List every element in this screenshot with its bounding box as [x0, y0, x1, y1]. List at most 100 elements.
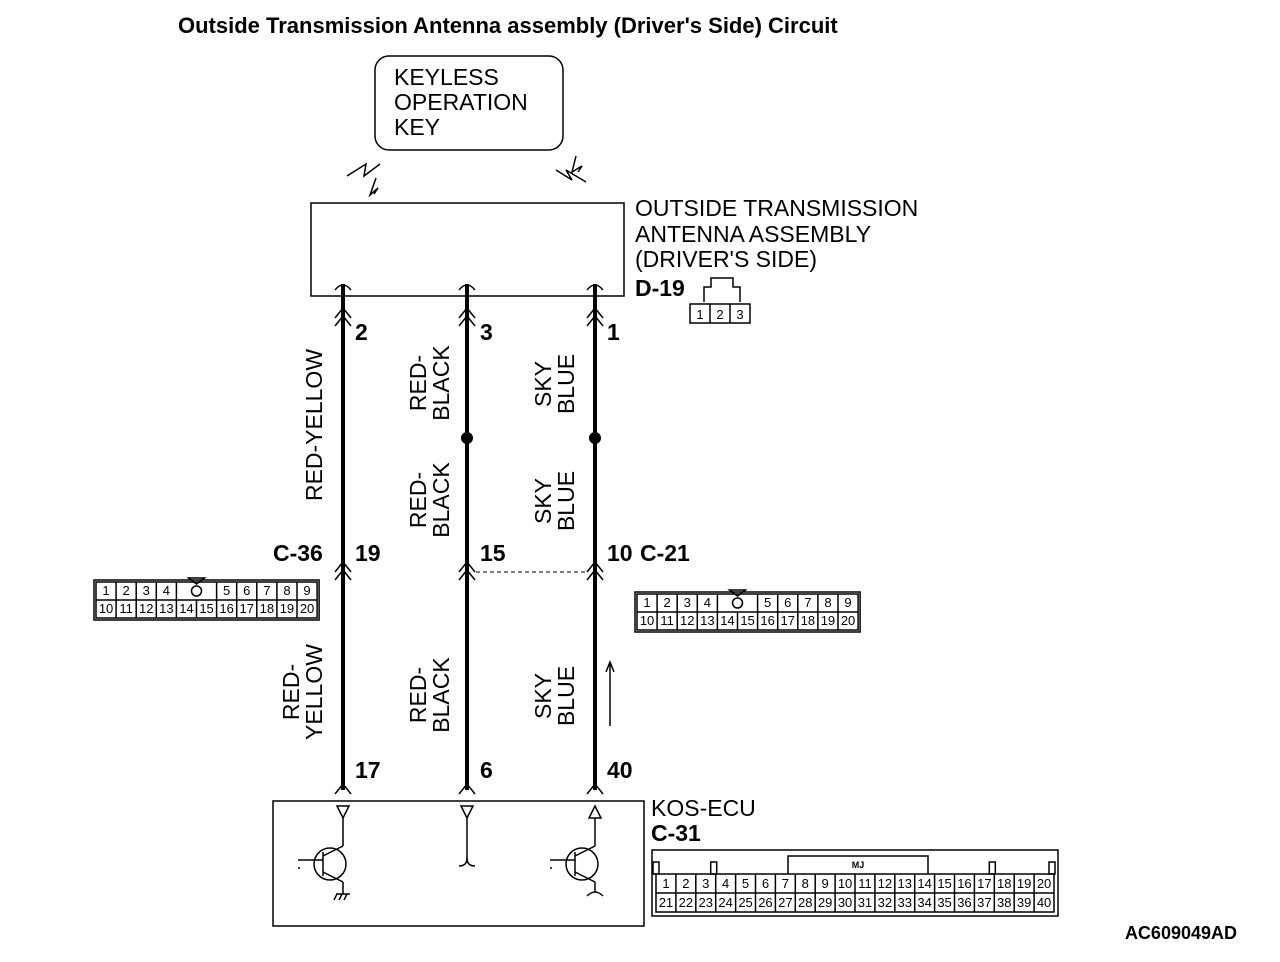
wire-color-red-black-upper-2: BLACK [428, 345, 454, 421]
c31-pin-cell: 37 [977, 895, 991, 910]
d19-pin-2: 2 [716, 307, 723, 322]
connector_c21-pin-cell: 18 [801, 613, 815, 628]
wire-color-red-black-middle-2: BLACK [428, 462, 454, 538]
connector-c21-label: C-21 [640, 540, 690, 566]
wire-color-sky-blue-middle-1: SKY [530, 478, 556, 524]
c31-pin-cell: 9 [822, 876, 829, 891]
connector_c21-key-hole [731, 597, 744, 609]
wire-color-red-black-lower-1: RED- [405, 667, 431, 723]
c31-mj-bar [787, 855, 929, 874]
c31-pin-cell: 14 [917, 876, 931, 891]
c31-pin-cell: 13 [898, 876, 912, 891]
connector_c21-pin-cell: 11 [660, 613, 674, 628]
c31-pin-cell: 6 [762, 876, 769, 891]
pin-6: 6 [480, 757, 493, 783]
c31-pin-cell: 40 [1037, 895, 1051, 910]
connector_c36-pin-cell: 10 [99, 601, 113, 616]
c31-pin-cell: 2 [682, 876, 689, 891]
c31-pin-cell: 1 [662, 876, 669, 891]
pin-15: 15 [480, 540, 506, 566]
connector_c21-key-mark [727, 589, 748, 597]
wire-color-sky-blue-upper-2: BLUE [553, 354, 579, 414]
pin-40: 40 [607, 757, 633, 783]
c31-pin-cell: 24 [718, 895, 732, 910]
connector-c36-label: C-36 [273, 540, 323, 566]
connector_c21-pin-cell: 17 [781, 613, 795, 628]
antenna-label-line-2: ANTENNA ASSEMBLY [635, 221, 871, 247]
connector_c21-pin-cell: 4 [704, 595, 711, 610]
connector_c36-key-mark [186, 577, 207, 585]
connector_c21-pin-cell: 13 [700, 613, 714, 628]
connector_c36-pin-cell: 12 [139, 601, 153, 616]
connector_c21-pin-cell: 1 [643, 595, 650, 610]
connector_c36-pin-cell: 2 [123, 583, 130, 598]
junction-dot-red-black [461, 432, 473, 444]
wire-color-red-yellow-upper: RED-YELLOW [301, 349, 327, 501]
c31-pin-cell: 22 [679, 895, 693, 910]
c31-pin-cell: 38 [997, 895, 1011, 910]
c31-pin-cell: 33 [898, 895, 912, 910]
ecu-connector-id: C-31 [651, 820, 701, 846]
wire-color-red-yellow-lower-1: RED- [278, 664, 304, 720]
wire-color-red-black-middle-1: RED- [405, 472, 431, 528]
c31-pin-cell: 7 [782, 876, 789, 891]
c31-pin-cell: 17 [977, 876, 991, 891]
connector_c36-pin-cell: 3 [143, 583, 150, 598]
c31-pin-cell: 5 [742, 876, 749, 891]
antenna-label-line-1: OUTSIDE TRANSMISSION [635, 195, 918, 221]
signal-direction-arrow [605, 659, 615, 726]
connector_c21-pin-cell: 6 [784, 595, 791, 610]
connector_c21-pin-cell: 19 [821, 613, 835, 628]
c31-pin-cell: 35 [937, 895, 951, 910]
d19-pin-1: 1 [696, 307, 703, 322]
key-label-line-2: OPERATION [394, 89, 528, 115]
c31-pin-cell: 18 [997, 876, 1011, 891]
wire-color-red-black-upper-1: RED- [405, 355, 431, 411]
wire-color-sky-blue-middle-2: BLUE [553, 471, 579, 531]
connector-chevrons [334, 306, 604, 795]
pin-3: 3 [480, 319, 493, 345]
connector_c36-pin-cell: 14 [179, 601, 193, 616]
c31-pin-cell: 20 [1037, 876, 1051, 891]
c31-pin-cell: 3 [702, 876, 709, 891]
connector_c21-pin-cell: 15 [740, 613, 754, 628]
wire-color-red-yellow-lower-2: YELLOW [301, 644, 327, 740]
pin-19: 19 [355, 540, 381, 566]
connector-d19-symbol: 1 2 3 [689, 277, 751, 324]
wire-color-sky-blue-lower-2: BLUE [553, 666, 579, 726]
c31-pin-cell: 21 [659, 895, 673, 910]
connector_c36-pin-cell: 5 [223, 583, 230, 598]
connector_c36-pin-cell: 16 [219, 601, 233, 616]
connector_c21-pin-cell: 16 [760, 613, 774, 628]
antenna-label-line-3: (DRIVER'S SIDE) [635, 246, 817, 272]
connector_c21-pin-cell: 5 [764, 595, 771, 610]
wire-color-sky-blue-upper-1: SKY [530, 361, 556, 407]
c31-pin-cell: 28 [798, 895, 812, 910]
connector_c21-pin-cell: 12 [680, 613, 694, 628]
connector_c36-pin-cell: 15 [199, 601, 213, 616]
c31-pin-cell: 12 [878, 876, 892, 891]
connector_c21-pin-cell: 9 [844, 595, 851, 610]
c31-pin-cell: 23 [699, 895, 713, 910]
c31-pin-cell: 27 [778, 895, 792, 910]
c31-pin-cell: 10 [838, 876, 852, 891]
c31-pin-cell: 34 [917, 895, 931, 910]
c31-tab [709, 861, 718, 875]
antenna-assembly: OUTSIDE TRANSMISSION ANTENNA ASSEMBLY (D… [310, 195, 918, 301]
c31-pin-cell: 26 [758, 895, 772, 910]
connector_c36-key-hole [190, 585, 203, 597]
connector_c36-pin-cell: 9 [303, 583, 310, 598]
c31-pin-cell: 25 [738, 895, 752, 910]
connector_c36-pin-cell: 20 [300, 601, 314, 616]
c31-mj-label: MJ [852, 860, 865, 870]
junction-dot-sky-blue [589, 432, 601, 444]
connector_c21-pin-cell: 2 [664, 595, 671, 610]
diagram-title: Outside Transmission Antenna assembly (D… [178, 13, 838, 38]
connector_c21-pin-cell: 14 [720, 613, 734, 628]
connector_c21-outer [634, 591, 861, 633]
connector_c36-pin-cell: 11 [119, 601, 133, 616]
c31-tab [652, 861, 660, 875]
connector_c21-pin-cell: 10 [640, 613, 654, 628]
